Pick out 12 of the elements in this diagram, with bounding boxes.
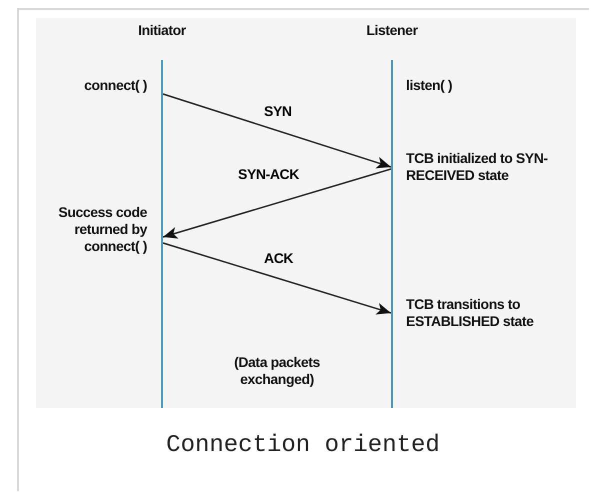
message-arrow bbox=[162, 242, 392, 314]
return-note: Success code returned by connect( ) bbox=[57, 204, 147, 255]
message-arrow bbox=[162, 168, 392, 239]
caption: Connection oriented bbox=[165, 432, 441, 459]
state-note: TCB initialized to SYN-RECEIVED state bbox=[406, 150, 549, 184]
lifeline-heading: Listener bbox=[365, 22, 419, 39]
exchange-note: (Data packets exchanged) bbox=[233, 354, 321, 388]
call-label: connect( ) bbox=[83, 77, 147, 94]
state-note: TCB transitions to ESTABLISHED state bbox=[406, 296, 535, 330]
call-label: listen( ) bbox=[406, 77, 454, 94]
message-arrow bbox=[162, 93, 392, 168]
lifeline-heading: Initiator bbox=[137, 22, 187, 39]
